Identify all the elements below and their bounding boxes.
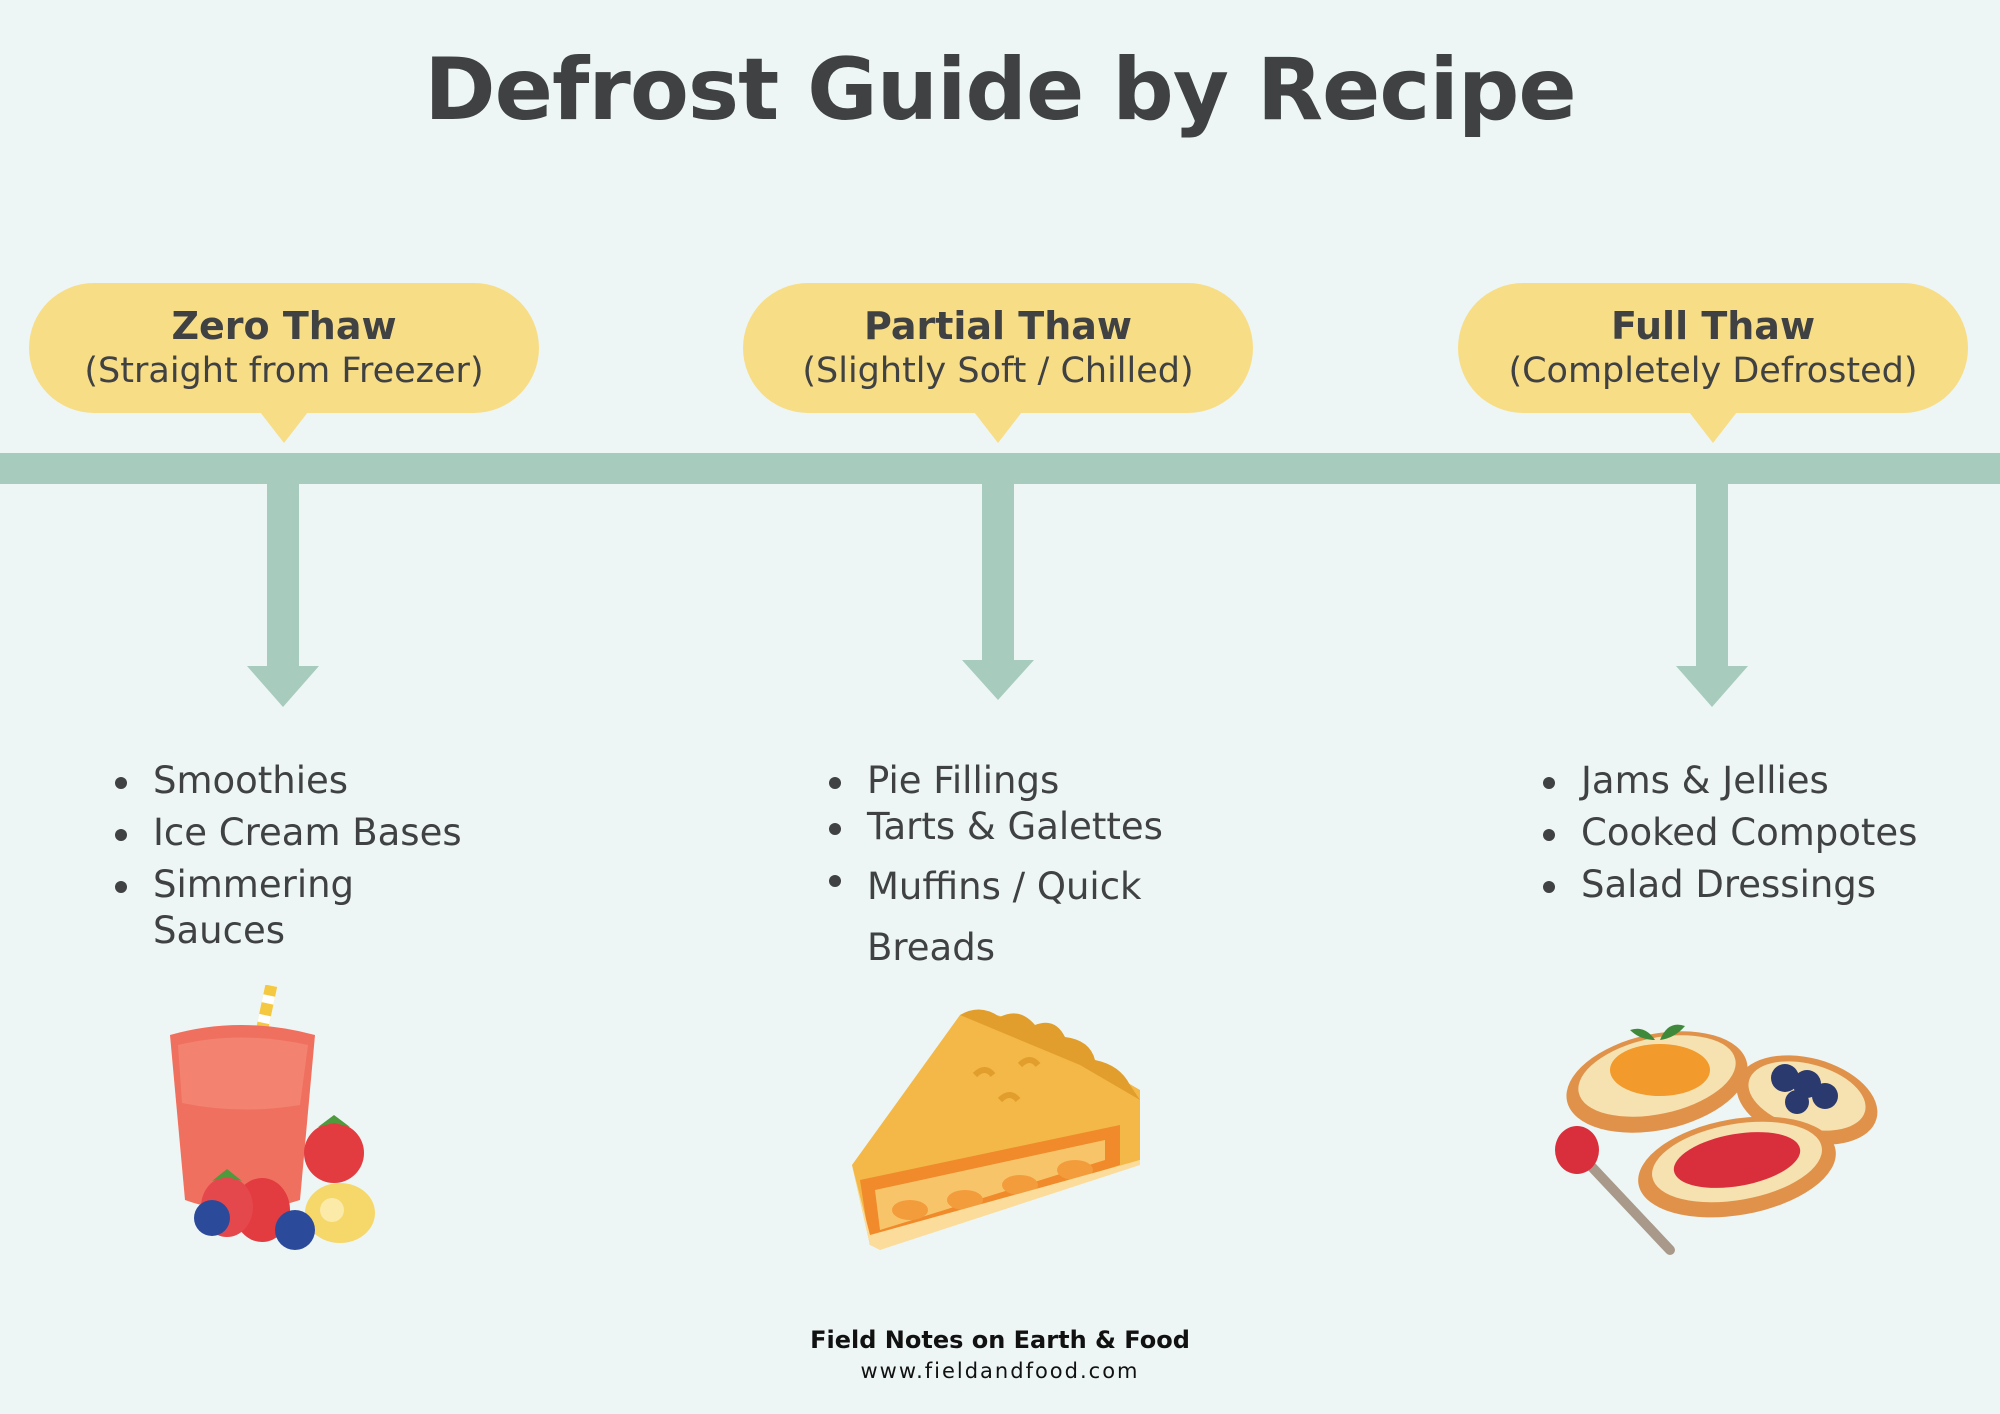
stage-title: Zero Thaw — [171, 304, 397, 348]
list-item: Smoothies — [113, 758, 493, 804]
smoothie-with-fruit-icon — [170, 985, 375, 1250]
list-item: Salad Dressings — [1541, 862, 1981, 908]
timeline-bar — [0, 453, 2000, 484]
stage-subtitle: (Straight from Freezer) — [84, 351, 484, 391]
stage-list-full-thaw: Jams & Jellies Cooked Compotes Salad Dre… — [1541, 758, 1981, 914]
down-arrow-icon — [962, 484, 1034, 700]
jam-toasts-icon — [1555, 1024, 1878, 1255]
list-item: Simmering Sauces — [113, 862, 403, 954]
stage-bubble-partial-thaw: Partial Thaw (Slightly Soft / Chilled) — [743, 283, 1253, 443]
stage-list-partial-thaw: Pie Fillings Tarts & Galettes Muffins / … — [827, 758, 1227, 984]
page-title: Defrost Guide by Recipe — [424, 40, 1576, 140]
list-item: Ice Cream Bases — [113, 810, 493, 856]
stage-subtitle: (Slightly Soft / Chilled) — [802, 351, 1194, 391]
stage-title: Full Thaw — [1610, 304, 1816, 348]
stage-subtitle: (Completely Defrosted) — [1508, 351, 1918, 391]
stage-title: Partial Thaw — [863, 304, 1133, 348]
stage-bubble-full-thaw: Full Thaw (Completely Defrosted) — [1458, 283, 1968, 443]
footer-brand-name: Field Notes on Earth & Food — [810, 1326, 1190, 1354]
stage-list-zero-thaw: Smoothies Ice Cream Bases Simmering Sauc… — [113, 758, 493, 960]
list-item: Pie Fillings — [827, 758, 1227, 804]
list-item: Muffins / Quick Breads — [827, 856, 1157, 978]
list-item: Tarts & Galettes — [827, 804, 1227, 850]
pie-slice-icon — [852, 1009, 1140, 1250]
list-item: Cooked Compotes — [1541, 810, 1981, 856]
footer-url: www.fieldandfood.com — [860, 1359, 1140, 1383]
list-item: Jams & Jellies — [1541, 758, 1981, 804]
down-arrow-icon — [247, 484, 319, 707]
down-arrow-icon — [1676, 484, 1748, 707]
stage-bubble-zero-thaw: Zero Thaw (Straight from Freezer) — [29, 283, 539, 443]
